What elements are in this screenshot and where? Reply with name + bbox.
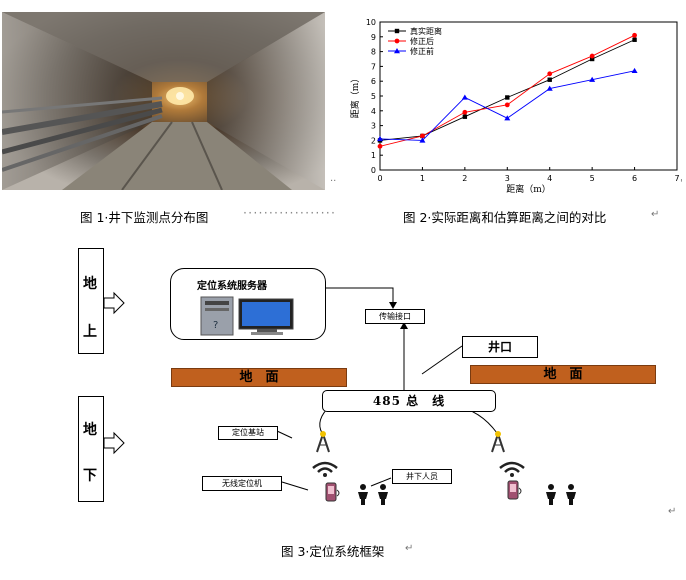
wifi-signal-icon <box>499 461 525 477</box>
y-axis-label: 距离（m） <box>349 74 361 119</box>
y-tick-label: 5 <box>371 92 376 101</box>
x-tick-label: 2 <box>462 174 467 183</box>
ground-bar-right: 地 面 <box>470 365 656 384</box>
server-label: 定位系统服务器 <box>197 281 267 292</box>
legend-marker-2 <box>394 48 400 54</box>
people-icon <box>546 484 576 505</box>
computer-icon: ? <box>200 296 294 336</box>
data-point-2 <box>504 115 511 121</box>
y-tick-label: 8 <box>371 48 376 57</box>
y-tick-label: 4 <box>371 107 376 116</box>
legend-marker-1 <box>394 38 400 44</box>
below-label-char-1: 地 <box>83 422 97 438</box>
y-tick-label: 9 <box>371 33 376 42</box>
data-point-1 <box>632 32 637 38</box>
transmission-interface: 传输接口 <box>365 309 425 324</box>
x-tick-label: 6 <box>632 174 637 183</box>
data-point-1 <box>589 53 595 59</box>
y-tick-label: 7 <box>371 62 376 71</box>
svg-text:?: ? <box>213 320 218 331</box>
figure2-caption: 图 2·实际距离和估算距离之间的对比 <box>403 210 607 225</box>
data-point-1 <box>547 71 553 77</box>
legend-label-2: 修正前 <box>410 46 434 56</box>
rs485-bus: 485 总 线 <box>322 390 496 412</box>
y-tick-label: 1 <box>371 151 376 160</box>
wireless-locator-label: 无线定位机 <box>202 476 282 491</box>
x-tick-label: 3 <box>505 174 510 183</box>
data-point-0 <box>462 114 468 119</box>
y-tick-label: 10 <box>366 18 376 27</box>
data-point-1 <box>504 102 510 108</box>
data-point-0 <box>632 37 637 42</box>
locator-device-icon <box>325 482 340 502</box>
tunnel-photo <box>2 12 325 190</box>
above-label-char-2: 上 <box>83 324 97 340</box>
data-point-0 <box>505 95 510 100</box>
below-label-char-2: 下 <box>83 468 97 484</box>
x-tick-label: 1 <box>420 174 425 183</box>
antenna-icon <box>491 431 505 453</box>
data-point-2 <box>461 94 468 100</box>
tick-mark: ' <box>680 178 683 189</box>
data-point-1 <box>420 133 425 139</box>
return-mark: ↵ <box>405 543 414 554</box>
data-point-2 <box>589 76 596 82</box>
y-tick-label: 0 <box>371 166 376 175</box>
wifi-signal-icon <box>312 461 338 477</box>
positioning-server-box: 定位系统服务器 ? <box>170 268 326 340</box>
return-mark: ↵ <box>651 209 660 220</box>
y-tick-label: 3 <box>371 122 376 131</box>
wellhead-label: 井口 <box>462 336 538 358</box>
antenna-icon <box>316 431 330 453</box>
x-tick-label: 5 <box>590 174 595 183</box>
people-icon <box>358 484 388 505</box>
ground-bar-left: 地 面 <box>171 368 347 387</box>
legend-label-0: 真实距离 <box>410 26 442 36</box>
x-tick-label: 7 <box>674 174 679 183</box>
legend-label-1: 修正后 <box>410 36 434 46</box>
figure3-caption: 图 3·定位系统框架 <box>281 544 385 559</box>
underground-label: 地 下 <box>78 396 104 502</box>
data-point-2 <box>377 135 383 142</box>
data-point-1 <box>377 143 383 149</box>
x-tick-label: 0 <box>377 174 382 183</box>
distance-comparison-chart: 0 1 2 3 4 5 6 7 0 1 2 3 4 5 6 7 8 9 10 距离（m） 距离（m） 真实距离修正后修正前 <box>340 12 686 195</box>
above-label-char-1: 地 <box>83 276 97 292</box>
locator-device-icon <box>507 480 522 500</box>
y-tick-label: 6 <box>371 77 376 86</box>
data-point-2 <box>419 137 426 143</box>
underground-personnel-label: 井下人员 <box>392 469 452 484</box>
figure1-caption: 图 1·井下监测点分布图 <box>80 210 209 225</box>
x-tick-label: 4 <box>547 174 552 183</box>
above-ground-label: 地 上 <box>78 248 104 354</box>
dot-leader: ·················· <box>243 205 337 220</box>
x-axis-label: 距离（m） <box>506 183 551 194</box>
data-point-2 <box>631 67 638 74</box>
data-point-2 <box>546 85 553 91</box>
legend-marker-0 <box>394 28 400 34</box>
spacer-dots: ·· <box>330 176 337 187</box>
data-point-0 <box>547 77 552 82</box>
data-point-1 <box>462 109 468 115</box>
y-tick-label: 2 <box>371 136 376 145</box>
base-station-label: 定位基站 <box>218 426 278 440</box>
data-point-0 <box>589 56 595 62</box>
return-mark: ↵ <box>668 506 677 517</box>
